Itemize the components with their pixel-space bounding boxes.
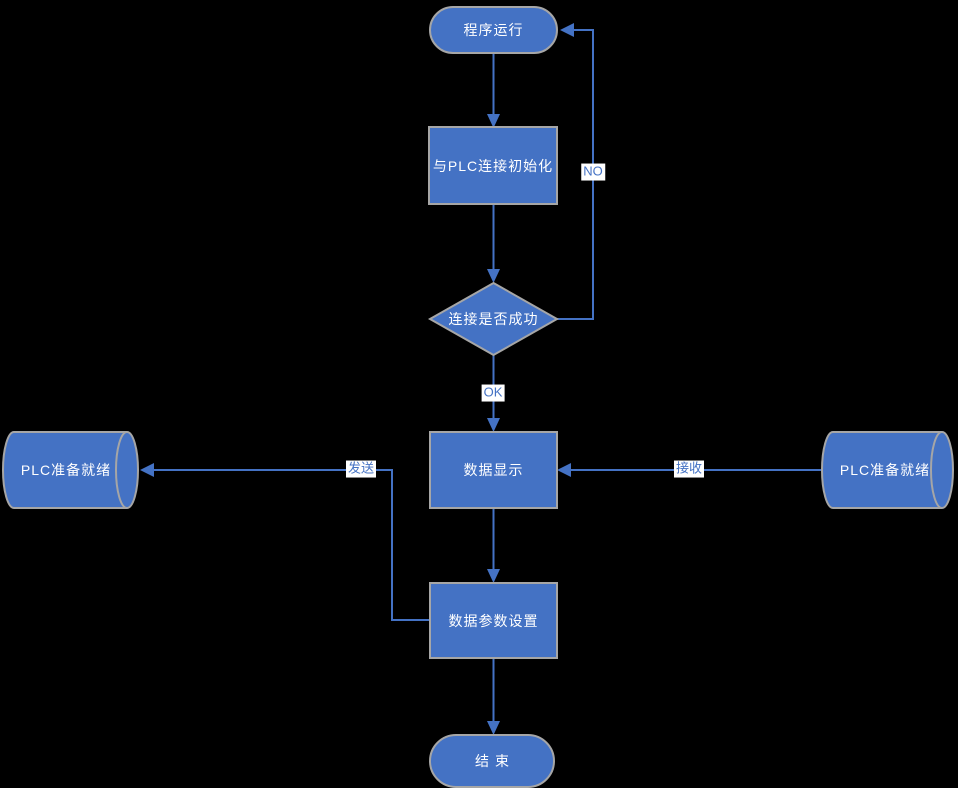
- arrowhead-left-start: [560, 23, 574, 37]
- init-process-shape: [428, 126, 558, 205]
- display-process-shape: [429, 431, 558, 509]
- params-process-shape: [429, 582, 558, 659]
- arrowhead-down-decision: [487, 269, 500, 283]
- plc-left-cylinder-shape: [2, 431, 139, 509]
- arrowheads: [140, 23, 574, 735]
- plc-left-cylinder-rim: [115, 431, 128, 509]
- arrowhead-down-params: [487, 569, 500, 583]
- arrowhead-down-init: [487, 114, 500, 128]
- decision-diamond-shape: [427, 281, 560, 357]
- edge-params-to-plc-left: [154, 469, 430, 621]
- arrowhead-left-plc-left: [140, 463, 154, 477]
- plc-right-cylinder-rim: [930, 431, 943, 509]
- start-terminator-shape: [429, 6, 558, 54]
- arrowhead-left-display: [557, 463, 571, 477]
- arrowhead-down-end: [487, 721, 500, 735]
- edge-decision-no-loop: [557, 29, 594, 320]
- shapes: [2, 6, 954, 788]
- arrowhead-down-display: [487, 418, 500, 432]
- end-terminator-shape: [429, 734, 555, 788]
